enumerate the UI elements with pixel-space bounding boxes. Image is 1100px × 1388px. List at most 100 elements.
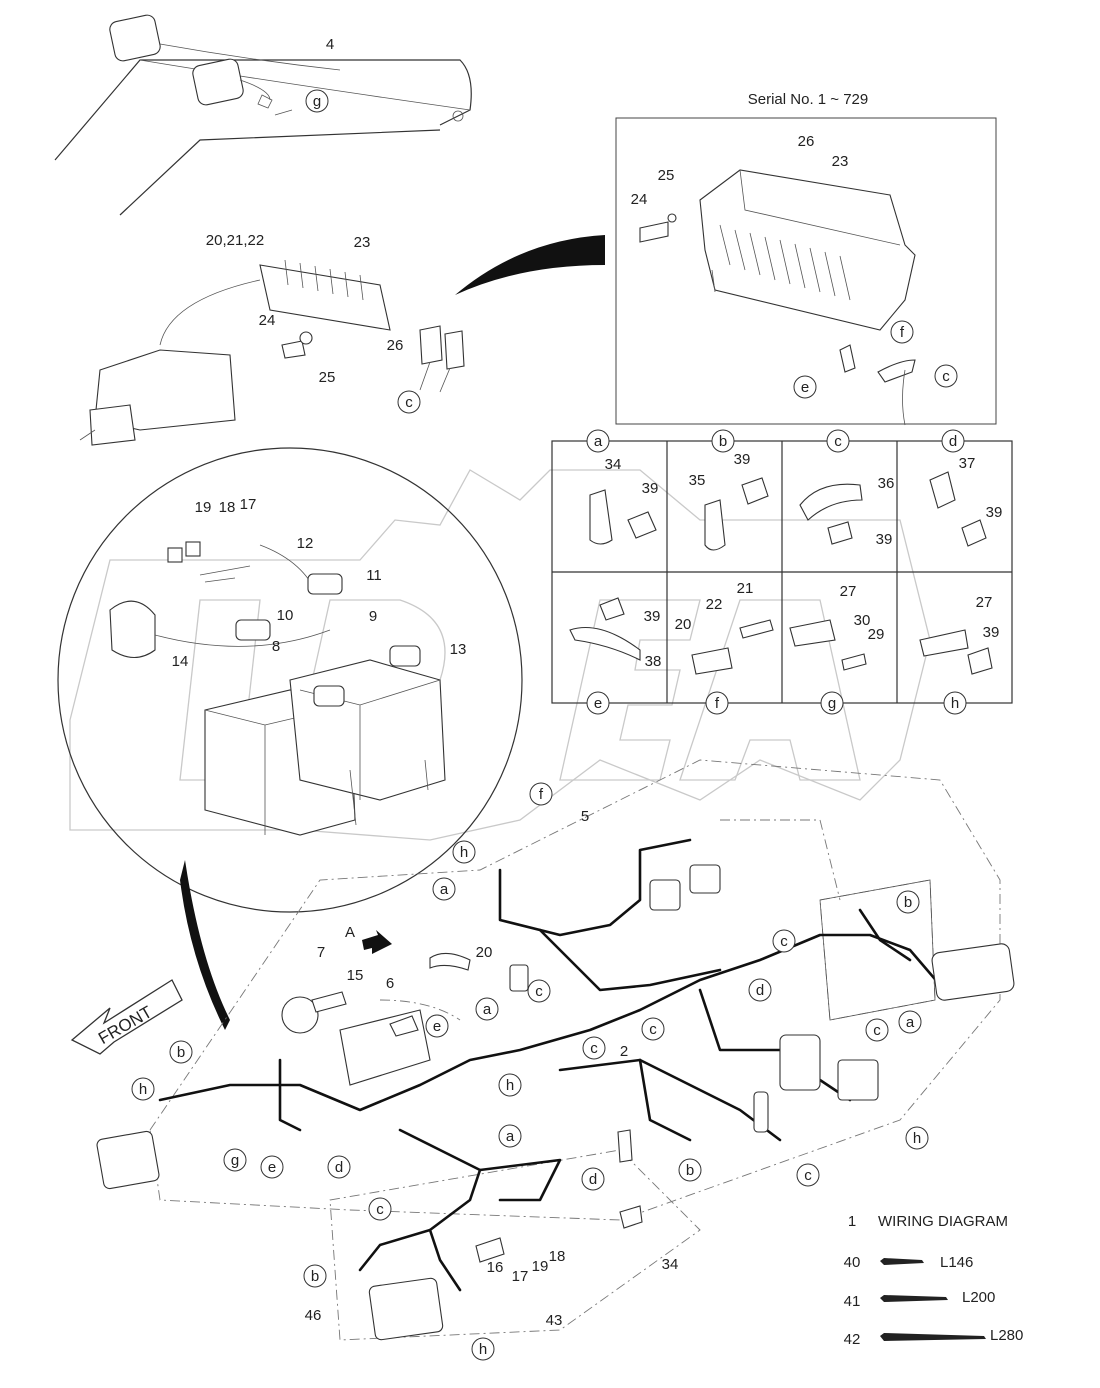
clip-letter-callout: b [686, 1162, 694, 1179]
clip-letter-callout-circle [471, 1337, 495, 1361]
work-lamp-2 [192, 58, 244, 106]
legend: 1 WIRING DIAGRAM 40 L146 41 L200 42 L280 [844, 1213, 1024, 1348]
fuse-box-detail [455, 117, 997, 426]
clip-letter-callout-circle [890, 320, 914, 344]
clip-letter-callout-circle [641, 1017, 665, 1041]
clip-letter-callout: h [139, 1081, 147, 1098]
clip-part-number: 39 [986, 504, 1003, 521]
clip-grid-letter: d [949, 433, 957, 450]
clip-part-number: 39 [983, 624, 1000, 641]
part-number-callout: 18 [549, 1248, 566, 1265]
clip-grid-letter-circle [586, 429, 610, 453]
cable-tie-icon [880, 1295, 948, 1302]
clip-letter-callout: b [311, 1268, 319, 1285]
legend-tie-num: 40 [844, 1254, 861, 1271]
clip-letter-callout: d [589, 1171, 597, 1188]
washer-18 [185, 541, 201, 557]
clip-letter-callout-circle [772, 929, 796, 953]
clip-part-number: 30 [854, 612, 871, 629]
part-number-callout: 23 [832, 153, 849, 170]
clip-letter-callout-circle [934, 364, 958, 388]
part-number-callout: 34 [662, 1256, 679, 1273]
clip-part-number: 39 [734, 451, 751, 468]
reservoir [779, 1034, 821, 1091]
clip-part-number: 36 [878, 475, 895, 492]
clip-grid-letter: g [828, 695, 836, 712]
clip-grid-labels: a3439b3539c3639d3739e3938f212220g273029h… [586, 429, 1003, 715]
serial-label: Serial No. 1 ~ 729 [748, 91, 869, 108]
part-number-callout: 15 [347, 967, 364, 984]
clip-letter-callout: c [804, 1167, 812, 1184]
clip-grid-letter: a [594, 433, 603, 450]
clip-letter-callout-circle [452, 840, 476, 864]
clip-part-number: 39 [642, 480, 659, 497]
clip-letter-callout: a [483, 1001, 492, 1018]
clip-letter-callout: h [479, 1341, 487, 1358]
clip-letter-callout-circle [896, 890, 920, 914]
clip-grid-letter: e [594, 695, 602, 712]
part-number-callout: 26 [798, 133, 815, 150]
clip-letter-callout: a [440, 881, 449, 898]
part-number-callout: 24 [259, 312, 276, 329]
clip-grid-letter: c [834, 433, 842, 450]
clip-part-number: 38 [645, 653, 662, 670]
part-number-callout: 23 [354, 234, 371, 251]
washer-19 [167, 547, 183, 563]
clip-grid-letter-circle [826, 429, 850, 453]
clip-letter-callout: c [649, 1021, 657, 1038]
clip-part-number: 35 [689, 472, 706, 489]
part-number-callout: 25 [319, 369, 336, 386]
front-lamp [368, 1277, 444, 1341]
cable-tie-icon [880, 1258, 924, 1265]
clip-letter-callout-circle [865, 1018, 889, 1042]
clip-grid-letter: f [715, 695, 720, 712]
clip-letter-callout: g [231, 1152, 239, 1169]
clip-letter-callout-circle [678, 1158, 702, 1182]
clip-letter-callout: c [942, 368, 950, 385]
machine-frame [149, 759, 1001, 1341]
part-number-callout: 43 [546, 1312, 563, 1329]
clip-letter-callout: d [335, 1159, 343, 1176]
clip-part-number: 39 [644, 608, 661, 625]
clip-grid-letter-circle [820, 691, 844, 715]
legend-tie-label: L146 [940, 1254, 973, 1271]
part-number-callout: 11 [366, 567, 382, 584]
clip-letter-callout: b [904, 894, 912, 911]
clip-letter-callout-circle [748, 978, 772, 1002]
boom-work-lights [54, 14, 472, 216]
cable-tie-icon [880, 1333, 986, 1341]
front-arrow [70, 979, 183, 1055]
part-number-callout: 17 [240, 496, 257, 513]
clip-letter-callout-circle [131, 1077, 155, 1101]
clip-letter-callout-circle [793, 375, 817, 399]
clip-part-number: 22 [706, 596, 723, 613]
rear-lamp-left [96, 1130, 160, 1190]
clip-part-number: 21 [737, 580, 754, 597]
clip-letter-callout-circle [223, 1148, 247, 1172]
clip-part-number: 20 [675, 616, 692, 633]
clip-letter-callout-circle [898, 1010, 922, 1034]
clip-letter-callout-circle [529, 782, 553, 806]
part-number-callout: 7 [317, 944, 325, 961]
legend-tie-num: 42 [844, 1331, 861, 1348]
part-number-callout: 13 [450, 641, 467, 658]
part-number-callout: 16 [487, 1259, 504, 1276]
clip-letter-callout-circle [475, 997, 499, 1021]
legend-tie-num: 41 [844, 1293, 861, 1310]
clip-letter-callout-circle [582, 1036, 606, 1060]
clip-letter-callout: c [405, 394, 413, 411]
clip-letter-callout: c [780, 933, 788, 950]
clip-letter-callout-circle [905, 1126, 929, 1150]
clip-grid-letter: b [719, 433, 727, 450]
detail-leader-wedge [180, 860, 230, 1030]
part-number-callout: 14 [172, 653, 189, 670]
view-arrow [362, 930, 392, 954]
part-number-callout: 12 [297, 535, 314, 552]
clip-letter-callout-circle [368, 1197, 392, 1221]
clip-letter-callout: e [433, 1018, 441, 1035]
clip-part-number: 29 [868, 626, 885, 643]
clip-letter-callout: f [900, 324, 905, 341]
clip-grid-letter-circle [941, 429, 965, 453]
terminal-cover-10 [235, 619, 271, 641]
